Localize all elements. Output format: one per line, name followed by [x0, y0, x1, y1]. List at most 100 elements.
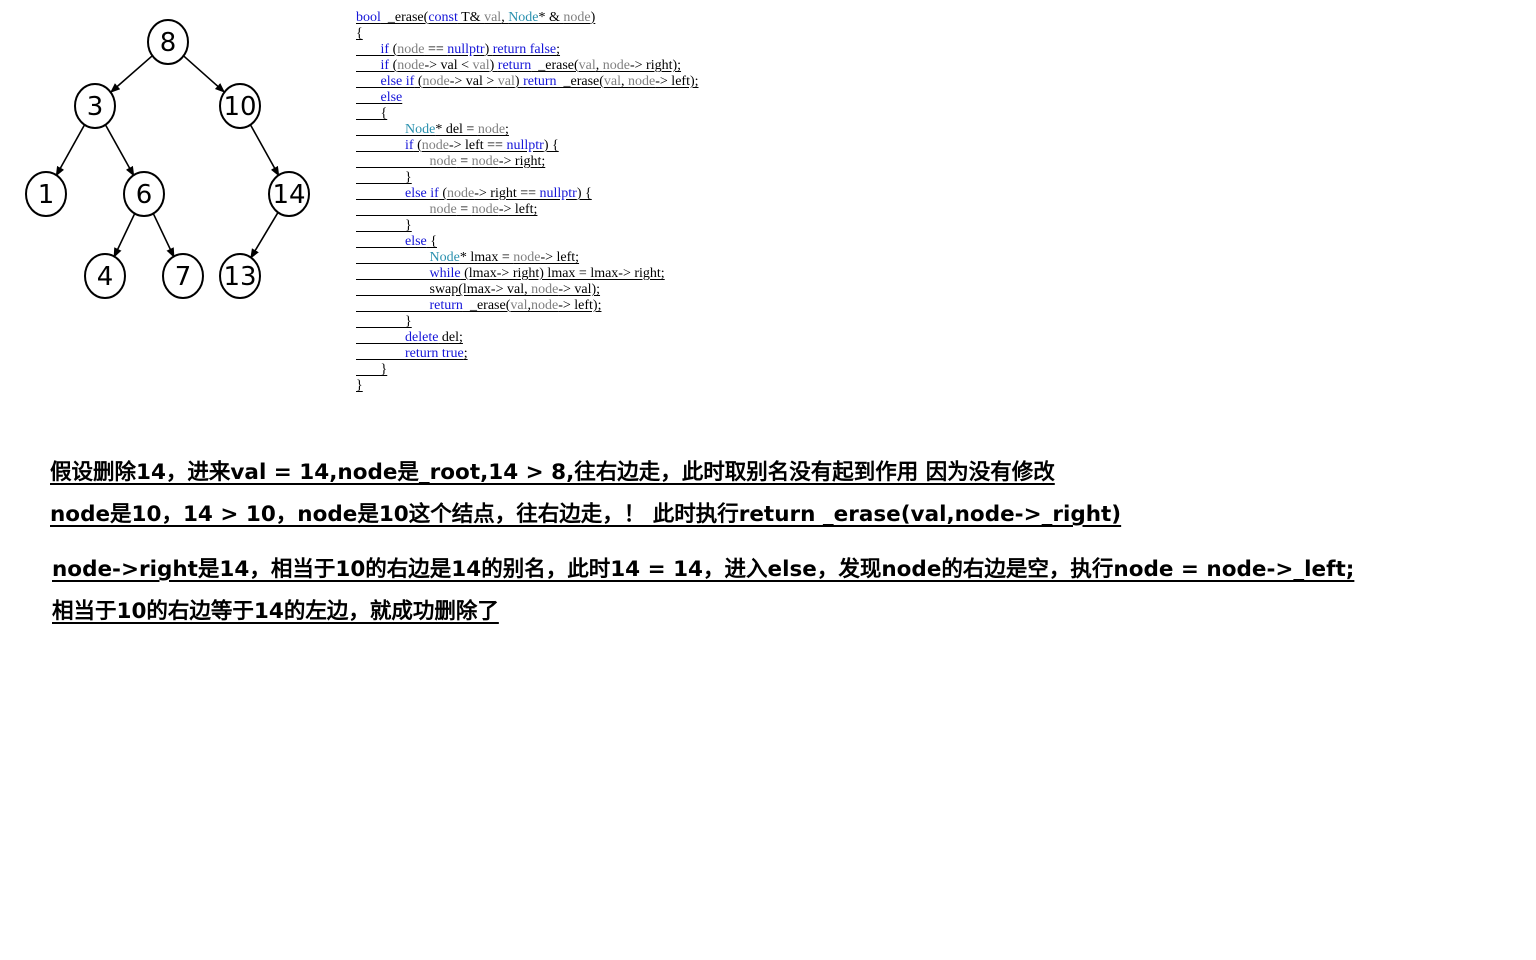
code-token: node	[397, 42, 425, 57]
code-token: del;	[438, 330, 463, 345]
tree-node-label: 6	[136, 180, 153, 210]
code-token: node	[563, 10, 591, 25]
code-line: bool _erase(const T& val, Node* & node)	[356, 10, 699, 26]
tree-node-1: 1	[25, 171, 67, 217]
code-line: node = node-> left;	[356, 202, 699, 218]
tree-edge-6-7	[151, 211, 175, 258]
code-token: else	[380, 90, 403, 105]
code-line: }	[356, 170, 699, 186]
code-token: if	[380, 58, 390, 73]
code-token: }	[356, 314, 412, 329]
code-token: -> left;	[540, 250, 580, 265]
note-line-1: 假设删除14，进来val = 14,node是_root,14 > 8,往右边走…	[50, 460, 1055, 485]
code-token: {	[356, 26, 363, 41]
code-token: }	[356, 218, 412, 233]
tree-edge-14-13	[250, 210, 280, 259]
tree-node-3: 3	[74, 83, 116, 129]
code-token: =	[456, 202, 472, 217]
code-token	[356, 122, 405, 137]
code-token: node	[429, 154, 457, 169]
code-token: node	[471, 154, 499, 169]
tree-node-7: 7	[162, 253, 204, 299]
code-line: else {	[356, 234, 699, 250]
code-token: (	[389, 42, 398, 57]
code-token: node	[530, 298, 559, 313]
code-token: * del =	[435, 122, 478, 137]
code-token: _erase(	[380, 10, 429, 25]
code-token: {	[426, 234, 437, 249]
code-token: }	[356, 170, 412, 185]
tree-edge-10-14	[249, 123, 280, 177]
code-line: Node* lmax = node-> left;	[356, 250, 699, 266]
code-token	[356, 42, 381, 57]
code-token: -> val <	[424, 58, 473, 73]
code-line: if (node == nullptr) return false;	[356, 42, 699, 58]
code-token: node	[429, 202, 457, 217]
code-token	[356, 90, 381, 105]
code-line: return _erase(val,node-> left);	[356, 298, 699, 314]
code-token: if	[405, 138, 414, 153]
code-token: T&	[457, 10, 485, 25]
code-token: * &	[538, 10, 564, 25]
tree-edge-3-6	[104, 123, 135, 177]
code-token	[356, 58, 381, 73]
code-token: -> val);	[558, 282, 601, 297]
code-token	[356, 346, 405, 361]
code-token: node	[602, 58, 630, 73]
code-token: -> right;	[498, 154, 546, 169]
code-token: else if	[405, 186, 439, 201]
code-token: const	[428, 10, 458, 25]
code-token: * lmax =	[459, 250, 514, 265]
tree-node-label: 13	[223, 262, 256, 292]
code-token: (	[438, 186, 447, 201]
code-token	[356, 330, 405, 345]
code-token: Node	[508, 10, 539, 25]
tree-node-label: 3	[87, 92, 104, 122]
code-token: ) {	[576, 186, 592, 201]
code-line: delete del;	[356, 330, 699, 346]
code-token: Node	[429, 250, 460, 265]
code-token: ;	[556, 42, 561, 57]
code-token	[356, 154, 430, 169]
code-token	[356, 138, 405, 153]
code-line: while (lmax-> right) lmax = lmax-> right…	[356, 266, 699, 282]
note-line-4: 相当于10的右边等于14的左边，就成功删除了	[52, 599, 499, 624]
note-line-3: node->right是14，相当于10的右边是14的别名，此时14 = 14，…	[52, 557, 1355, 582]
code-token: delete	[405, 330, 439, 345]
tree-node-label: 7	[175, 262, 192, 292]
code-line: }	[356, 218, 699, 234]
code-token: (	[413, 138, 422, 153]
code-token: swap(lmax-> val,	[356, 282, 532, 297]
code-token: nullptr	[447, 42, 485, 57]
code-token: node	[397, 58, 425, 73]
code-token: return	[429, 298, 463, 313]
code-token: node	[447, 186, 475, 201]
tree-node-label: 1	[38, 180, 55, 210]
code-token: val	[603, 74, 622, 89]
tree-edge-8-10	[182, 54, 226, 93]
code-line: }	[356, 362, 699, 378]
code-line: {	[356, 106, 699, 122]
code-token	[356, 298, 430, 313]
code-token: {	[356, 106, 388, 121]
tree-node-8: 8	[147, 19, 189, 65]
code-token: -> right ==	[474, 186, 540, 201]
tree-node-label: 14	[272, 180, 305, 210]
code-token: -> left);	[558, 298, 602, 313]
code-token: Node	[405, 122, 436, 137]
code-line: return true;	[356, 346, 699, 362]
code-token: ) {	[543, 138, 559, 153]
tree-node-10: 10	[219, 83, 261, 129]
code-token: (	[389, 58, 398, 73]
code-token: )	[514, 74, 524, 89]
code-token: node	[531, 282, 559, 297]
code-token	[356, 202, 430, 217]
code-token: else if	[380, 74, 415, 89]
code-token: val	[497, 74, 515, 89]
code-token: (	[414, 74, 423, 89]
code-token	[356, 186, 405, 201]
code-token: ==	[424, 42, 448, 57]
code-token: bool	[356, 10, 381, 25]
code-token: )	[489, 58, 498, 73]
